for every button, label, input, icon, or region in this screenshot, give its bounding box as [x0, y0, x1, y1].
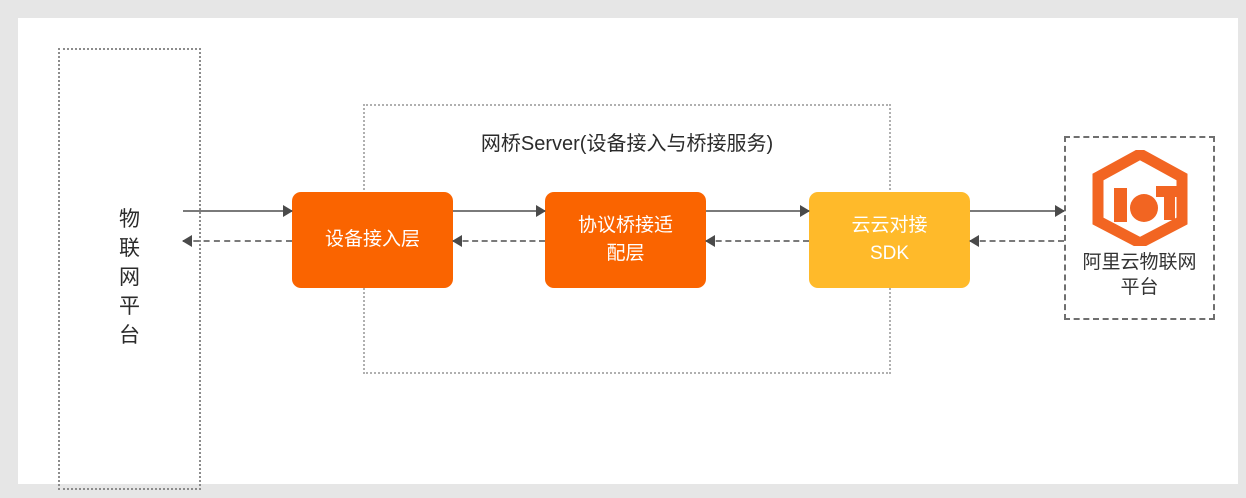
protocol-bridge-line-2: 配层 [606, 243, 645, 264]
right-alibaba-cloud-platform-box: 阿里云物联网 平台 [1064, 136, 1215, 320]
connector-line-dashed [706, 240, 809, 242]
arrow-left-icon [969, 235, 979, 247]
left-label-char-5: 台 [119, 324, 140, 347]
bridge-server-title: 网桥Server(设备接入与桥接服务) [480, 133, 774, 155]
arrow-right-icon [283, 205, 293, 217]
left-iot-platform-label: 物 联 网 平 台 [60, 205, 199, 350]
right-platform-label: 阿里云物联网 平台 [1082, 250, 1196, 300]
cloud-sdk-line-1: 云云对接 [851, 215, 928, 236]
left-label-char-3: 网 [119, 266, 140, 289]
left-label-char-4: 平 [119, 295, 140, 318]
arrow-right-icon [800, 205, 810, 217]
connector-line-solid [706, 210, 809, 212]
arrow-left-icon [452, 235, 462, 247]
protocol-bridge-adaptation-layer-box[interactable]: 协议桥接适 配层 [545, 192, 706, 288]
protocol-bridge-adaptation-layer-label: 协议桥接适 配层 [578, 212, 673, 268]
device-access-layer-box[interactable]: 设备接入层 [292, 192, 453, 288]
device-access-layer-label: 设备接入层 [325, 226, 420, 254]
arrow-left-icon [705, 235, 715, 247]
arrow-right-icon [1055, 205, 1065, 217]
left-iot-platform-box: 物 联 网 平 台 [58, 48, 201, 490]
arrow-left-icon [182, 235, 192, 247]
device-access-layer-line-1: 设备接入层 [324, 229, 420, 250]
connector-line-solid [183, 210, 292, 212]
alibaba-cloud-iot-logo-icon [1092, 150, 1187, 246]
cloud-to-cloud-sdk-box[interactable]: 云云对接 SDK [809, 192, 970, 288]
connector-line-solid [970, 210, 1064, 212]
cloud-to-cloud-sdk-label: 云云对接 SDK [851, 212, 927, 268]
connector-line-dashed [970, 240, 1064, 242]
left-label-char-1: 物 [119, 208, 140, 231]
connector-line-solid [453, 210, 545, 212]
content-panel: 物 联 网 平 台 网桥Server(设备接入与桥接服务) 设备接入层 协议桥接… [18, 18, 1238, 490]
connector-line-dashed [183, 240, 292, 242]
right-label-line-1: 阿里云物联网 [1082, 252, 1197, 273]
left-label-char-2: 联 [119, 237, 140, 260]
right-label-line-2: 平台 [1120, 277, 1159, 298]
connector-line-dashed [453, 240, 545, 242]
cloud-sdk-line-2: SDK [869, 243, 910, 264]
arrow-right-icon [536, 205, 546, 217]
protocol-bridge-line-1: 协议桥接适 [577, 215, 673, 236]
